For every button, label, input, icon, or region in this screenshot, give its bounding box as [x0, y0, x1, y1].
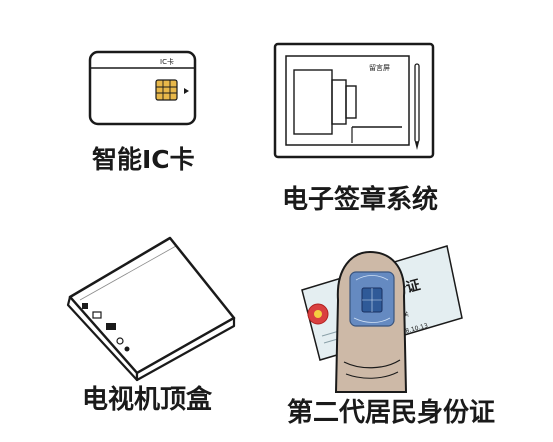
- signature-screen: [285, 55, 410, 146]
- ic-card-body: [88, 50, 197, 126]
- id-card-label: 第二代居民身份证: [287, 398, 496, 428]
- chip-icon: [155, 79, 178, 101]
- ic-card-illustration: IC卡: [88, 50, 197, 126]
- signature-pad-illustration: 留言屏: [273, 42, 435, 159]
- ports-icon: [82, 303, 130, 352]
- ic-card-label: 智能IC卡: [92, 145, 195, 174]
- sign-pad-mark-text: 留言屏: [369, 63, 390, 72]
- fingerprint-chip-icon: [349, 271, 395, 327]
- set-top-box-top: [68, 236, 236, 375]
- set-top-box-label: 电视机顶盒: [82, 385, 213, 415]
- id-card-illustration: 和国 份证 发证机关 9.13-2018.10.13: [301, 245, 463, 393]
- insert-arrow-icon: [184, 88, 189, 94]
- stylus-pen-icon: [414, 63, 420, 150]
- e-sign-system-label: 电子签章系统: [282, 185, 439, 215]
- set-top-box-illustration: [66, 236, 236, 382]
- seal-stamp-icon: [293, 69, 357, 135]
- ic-card-mark-text: IC卡: [160, 57, 174, 66]
- set-top-box-side: [135, 316, 236, 382]
